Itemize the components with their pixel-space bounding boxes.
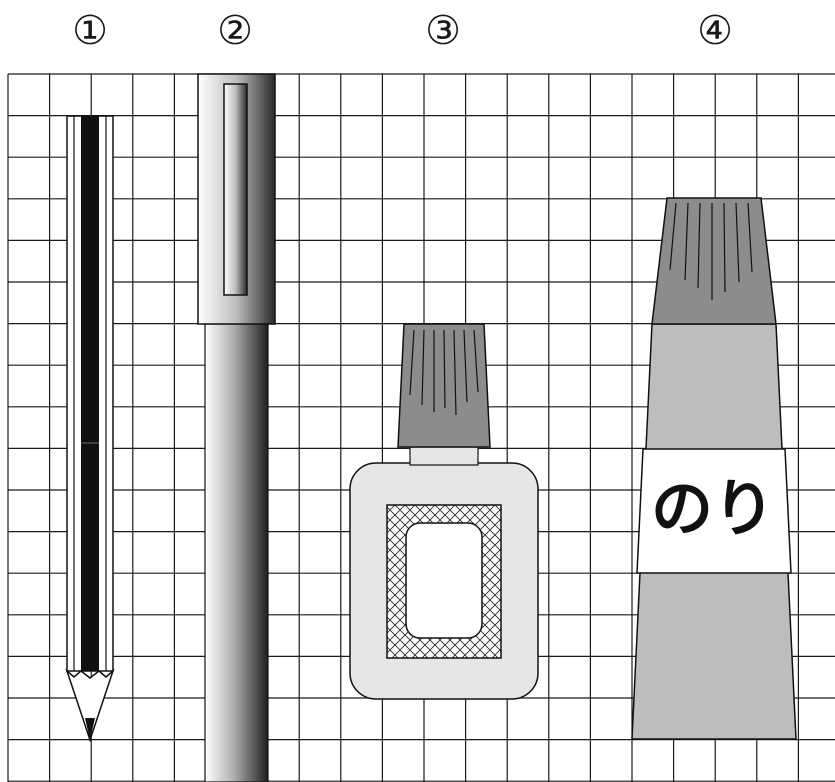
pencil-icon (65, 115, 115, 743)
glue-tube-label: のり (651, 472, 775, 545)
item-label-2: ② (217, 8, 253, 54)
item-label-3: ③ (425, 8, 461, 54)
item-label-1: ① (72, 8, 108, 54)
correction-fluid-icon (349, 323, 539, 700)
glue-tube-icon: のり (631, 197, 797, 740)
pen-icon (197, 73, 276, 782)
item-label-4: ④ (697, 8, 733, 54)
